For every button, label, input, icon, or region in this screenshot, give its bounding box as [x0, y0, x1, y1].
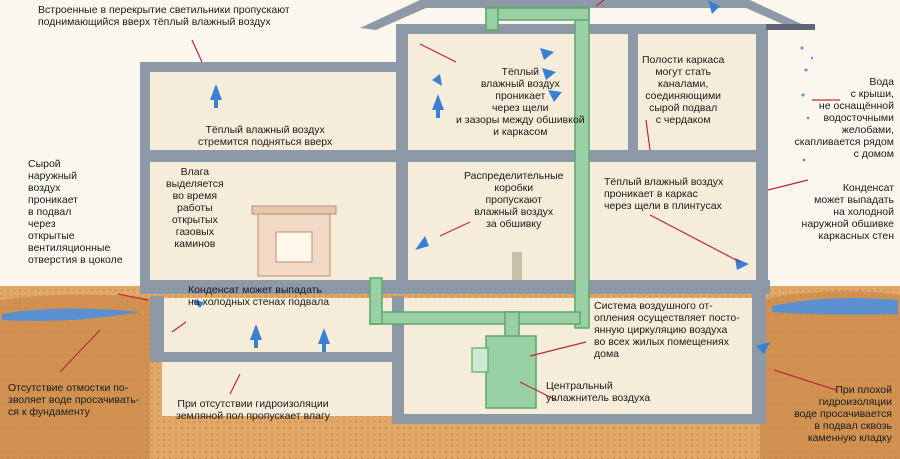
wall-upper-divider [628, 32, 638, 152]
basement-floor [392, 414, 766, 424]
fireplace [251, 205, 337, 277]
roof [360, 0, 810, 30]
soil-mound-right [760, 291, 900, 459]
label-no-waterproofing-floor: При отсутствии гидроизоляции земляной по… [176, 398, 331, 422]
puddle-left [2, 308, 140, 321]
vent-pipe [512, 252, 522, 280]
label-basement-condensate: Конденсат может выпадать на холодных сте… [188, 284, 330, 308]
label-poor-waterproofing: При плохой гидроизоляции воде просачивае… [794, 384, 892, 444]
basement-wall-mid [392, 296, 404, 420]
attic-left [148, 70, 400, 152]
label-outside-air: Сырой наружный воздух проникает в подвал… [28, 158, 123, 266]
label-fireplace-moisture: Влага выделяется во время работы открыты… [166, 166, 224, 250]
puddle-right [772, 298, 898, 315]
basement-wall-right [752, 286, 766, 420]
label-circulation-system: Система воздушного от- опления осуществл… [594, 300, 740, 360]
room-mid-lower [408, 160, 580, 280]
leader-lines [59, 0, 840, 401]
label-frame-cavities: Полости каркаса могут стать каналами, со… [642, 54, 725, 126]
duct-system [369, 7, 590, 341]
basement-wall-left [150, 296, 164, 354]
label-condensate-siding: Конденсат может выпадать на холодной нар… [801, 182, 894, 242]
furnace [471, 335, 537, 409]
room-right-lower [588, 160, 756, 280]
soil-mound-left [0, 294, 150, 459]
first-floor-slab [140, 280, 770, 294]
label-no-blind-area: Отсутствие отмостки по- зволяет воде про… [8, 382, 140, 418]
label-baseboard-gaps: Тёплый влажный воздух проникает в каркас… [604, 176, 724, 212]
wall-left-outer [140, 62, 150, 284]
wall-mid-floor-left [140, 150, 404, 162]
eave-right [766, 24, 815, 30]
room-right-upper [636, 32, 756, 150]
label-wall-gaps: Тёплый влажный воздух проникает через ще… [456, 66, 585, 138]
label-humidifier: Центральный увлажнитель воздуха [546, 380, 651, 404]
label-roof-water: Вода с крыши, не оснащённой водосточными… [794, 76, 894, 160]
wall-ceiling-left [140, 62, 404, 72]
room-mid-upper [408, 32, 630, 150]
label-attic-rise: Тёплый влажный воздух стремится поднятьс… [198, 124, 333, 148]
label-duct-boxes: Распределительные коробки пропускают вла… [464, 170, 564, 230]
roof-drips [800, 46, 814, 162]
label-top-left-fixtures: Встроенные в перекрытие светильники проп… [38, 4, 290, 28]
basement-footing-left [150, 352, 400, 362]
